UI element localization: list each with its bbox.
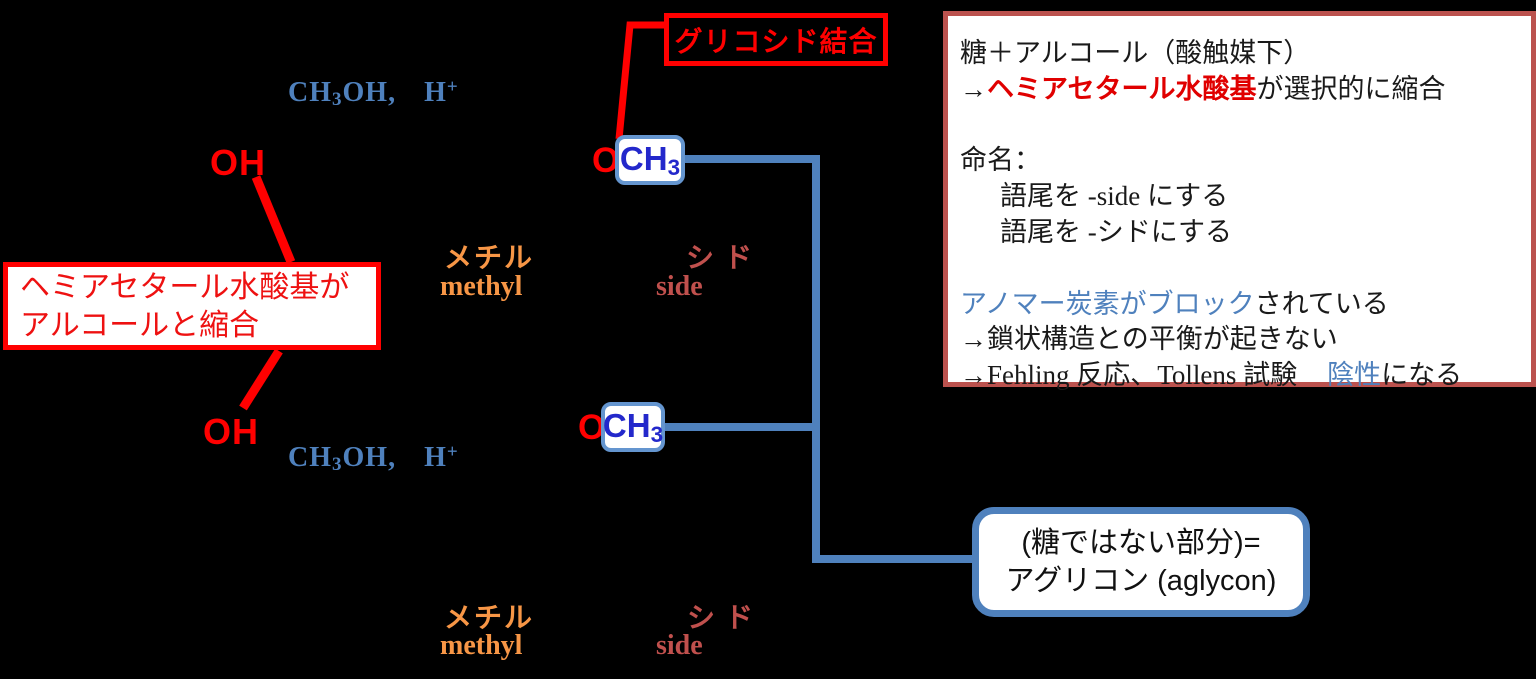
methyl-label-en-top: methyl bbox=[440, 271, 523, 302]
reagent-top: CH3OH, H+ bbox=[288, 76, 459, 111]
glycoside-bond-callout-box: グリコシド結合 bbox=[664, 13, 888, 66]
notes-blank-line bbox=[960, 251, 1521, 287]
notes-line-reaction: 糖＋アルコール（酸触媒下） bbox=[960, 38, 1311, 68]
hemiacetal-callout-line2: アルコールと縮合 bbox=[20, 309, 260, 342]
reagent-bottom: CH3OH, H+ bbox=[288, 441, 459, 476]
oh-top-pointer-line bbox=[251, 175, 296, 264]
glycosidic-oxygen-bottom: O bbox=[578, 408, 606, 447]
aglycon-callout-box: (糖ではない部分)= アグリコン (aglycon) bbox=[972, 507, 1310, 617]
oh-bottom-pointer-line bbox=[239, 348, 283, 411]
notes-line-anomeric: アノマー炭素がブロックされている bbox=[960, 288, 1389, 319]
aglycon-line1: (糖ではない部分)= bbox=[1021, 527, 1261, 559]
hemiacetal-callout-line1: ヘミアセタール水酸基が bbox=[20, 271, 350, 304]
methyl-group-formula-top: CH3 bbox=[619, 139, 681, 180]
methyl-label-en-bottom: methyl bbox=[440, 630, 523, 661]
notes-line-suffix-jp: 語尾を -シドにする bbox=[1000, 216, 1233, 247]
reagent-bottom-acid: H+ bbox=[424, 441, 459, 473]
glycosidic-oxygen-top: O bbox=[592, 141, 620, 180]
methyl-group-box-bottom: CH3 bbox=[601, 402, 665, 452]
side-label-en-bottom: side bbox=[656, 630, 703, 661]
notes-line-tests: →Fehling 反応、Tollens 試験陰性になる bbox=[960, 360, 1463, 391]
anomeric-emphasis: アノマー炭素がブロック bbox=[960, 288, 1255, 319]
glycoside-pointer-line bbox=[615, 21, 666, 140]
methyl-label-jp-top: メチル bbox=[444, 243, 535, 274]
notes-line-naming: 命名： bbox=[960, 145, 1041, 176]
methyl-label-jp-bottom: メチル bbox=[444, 603, 535, 634]
aglycon-bracket-line bbox=[682, 155, 974, 563]
reagent-top-acid: H+ bbox=[424, 76, 459, 108]
methyl-group-box-top: CH3 bbox=[615, 135, 685, 185]
hydroxyl-label-bottom: OH bbox=[203, 411, 259, 452]
hemiacetal-callout-box: ヘミアセタール水酸基が アルコールと縮合 bbox=[3, 262, 381, 350]
glycoside-bond-label: グリコシド結合 bbox=[674, 25, 878, 57]
side-label-jp-bottom: シド bbox=[687, 603, 764, 634]
aglycon-line2: アグリコン (aglycon) bbox=[1005, 565, 1277, 597]
notes-line-suffix-en: 語尾を -side にする bbox=[1000, 181, 1229, 212]
notes-line-equilibrium: →鎖状構造との平衡が起きない bbox=[960, 324, 1338, 355]
hydroxyl-label-top: OH bbox=[210, 142, 266, 183]
negative-emphasis: 陰性 bbox=[1327, 360, 1382, 391]
reagent-top-formula: CH3OH, bbox=[288, 76, 397, 110]
notes-panel: 糖＋アルコール（酸触媒下） →ヘミアセタール水酸基が選択的に縮合 命名： 語尾を… bbox=[943, 11, 1536, 390]
reagent-bottom-formula: CH3OH, bbox=[288, 441, 397, 475]
hemiacetal-emphasis: ヘミアセタール水酸基 bbox=[987, 73, 1257, 104]
side-label-en-top: side bbox=[656, 271, 703, 302]
side-label-jp-top: シド bbox=[686, 243, 763, 274]
notes-line-hemiacetal: →ヘミアセタール水酸基が選択的に縮合 bbox=[960, 73, 1446, 104]
notes-blank-line bbox=[960, 108, 1521, 144]
methyl-group-formula-bottom: CH3 bbox=[602, 406, 664, 447]
